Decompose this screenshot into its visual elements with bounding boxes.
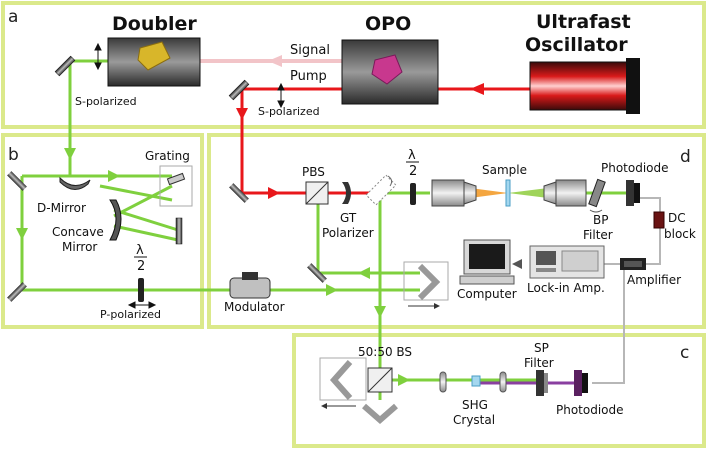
doubler-box: [107, 37, 201, 87]
shg-label-2: Crystal: [453, 413, 495, 427]
opo-box: [341, 39, 439, 105]
sp-filter-label-2: Filter: [524, 356, 554, 370]
modulator: [229, 272, 271, 299]
polarization-arrow-a2: [277, 82, 285, 109]
half-wave-d-num: λ: [408, 148, 416, 163]
mirror-b-right: [175, 217, 183, 245]
dc-block: [653, 211, 665, 229]
bp-filter-label-1: BP: [593, 213, 608, 227]
dc-block-label-1: DC: [668, 211, 686, 225]
flip-mirror: [365, 174, 397, 206]
gt-polarizer: [342, 182, 351, 204]
lens-c1: [439, 371, 447, 393]
signal-beam: [200, 55, 342, 67]
amplifier: [620, 258, 646, 270]
panel-c-border: [292, 333, 706, 448]
gt-polarizer-label-2: Polarizer: [322, 226, 374, 240]
retroreflector-c: [319, 357, 367, 409]
signal-label: Signal: [290, 43, 330, 58]
mirror-d-bottom: [307, 263, 327, 283]
opo-title: OPO: [365, 13, 411, 35]
concave-mirror-label-2: Mirror: [62, 240, 97, 254]
amplifier-label: Amplifier: [627, 273, 681, 287]
s-polarized-left: S-polarized: [75, 95, 137, 108]
dc-block-label-2: block: [664, 227, 696, 241]
half-wave-b-num: λ: [136, 243, 144, 258]
oscillator-title-2: Oscillator: [525, 34, 628, 56]
polarization-arrow-a1: [94, 42, 102, 71]
green-arrows: [16, 148, 410, 386]
d-mirror: [59, 176, 91, 190]
oscillator-title-1: Ultrafast: [536, 11, 631, 33]
lock-in-amplifier: [529, 245, 605, 279]
shg-label-1: SHG: [462, 398, 488, 412]
concave-mirror: [109, 199, 122, 241]
bs-5050-label: 50:50 BS: [358, 345, 412, 359]
s-polarized-right: S-polarized: [258, 105, 320, 118]
panel-a-letter: a: [8, 7, 18, 27]
panel-b-border: [1, 133, 204, 329]
computer-label: Computer: [457, 287, 517, 301]
p-polarized-label: P-polarized: [100, 308, 161, 321]
panel-d-border: [207, 133, 706, 329]
photodiode-d-label: Photodiode: [601, 161, 669, 175]
half-wave-plate-d: [410, 183, 416, 205]
mirror-b-top-left: [7, 171, 27, 191]
mirror-doubler-input: [54, 55, 76, 77]
computer: [459, 239, 515, 285]
panel-d-letter: d: [680, 147, 691, 167]
d-mirror-label: D-Mirror: [37, 201, 86, 215]
mirror-opo-output: [228, 79, 250, 101]
half-wave-b-den: 2: [137, 259, 145, 274]
sp-filter: [536, 370, 548, 396]
beamsplitter-5050: [367, 367, 393, 393]
half-wave-d-den: 2: [409, 164, 417, 179]
pump-label: Pump: [290, 69, 327, 84]
retroreflector-bottom: [362, 403, 398, 424]
grating-label: Grating: [145, 149, 190, 163]
grating: [159, 165, 193, 207]
photodiode-c: [574, 370, 588, 396]
half-wave-plate-b: [138, 278, 144, 302]
sp-filter-label-1: SP: [534, 341, 549, 355]
polarization-arrow-b: [127, 301, 157, 309]
signal-cables: [514, 197, 661, 384]
bp-filter-label-2: Filter: [583, 228, 613, 242]
cable-arrow: [512, 259, 522, 269]
pbs-label: PBS: [302, 165, 325, 179]
retroreflector-d: [403, 261, 449, 309]
objective-1: [431, 179, 477, 207]
objective-2: [543, 179, 587, 207]
sample: [505, 179, 511, 207]
mirror-b-bottom-left: [7, 282, 27, 302]
panel-c-letter: c: [680, 343, 689, 363]
oscillator-box: [529, 58, 640, 114]
modulator-label: Modulator: [224, 300, 285, 314]
panel-a-border: [1, 1, 706, 129]
photodiode-c-label: Photodiode: [556, 403, 624, 417]
pbs: [305, 181, 329, 205]
photodiode-d: [626, 180, 640, 206]
concave-mirror-label-1: Concave: [52, 225, 104, 239]
lock-in-label: Lock-in Amp.: [527, 281, 605, 295]
doubler-title: Doubler: [112, 13, 197, 35]
gt-polarizer-label-1: GT: [340, 211, 357, 225]
mirror-d-left: [229, 183, 249, 203]
panel-b-letter: b: [8, 145, 19, 165]
shg-crystal: [471, 375, 481, 387]
lens-c2: [499, 371, 507, 393]
bp-filter: [588, 178, 606, 213]
sample-label: Sample: [482, 163, 527, 177]
